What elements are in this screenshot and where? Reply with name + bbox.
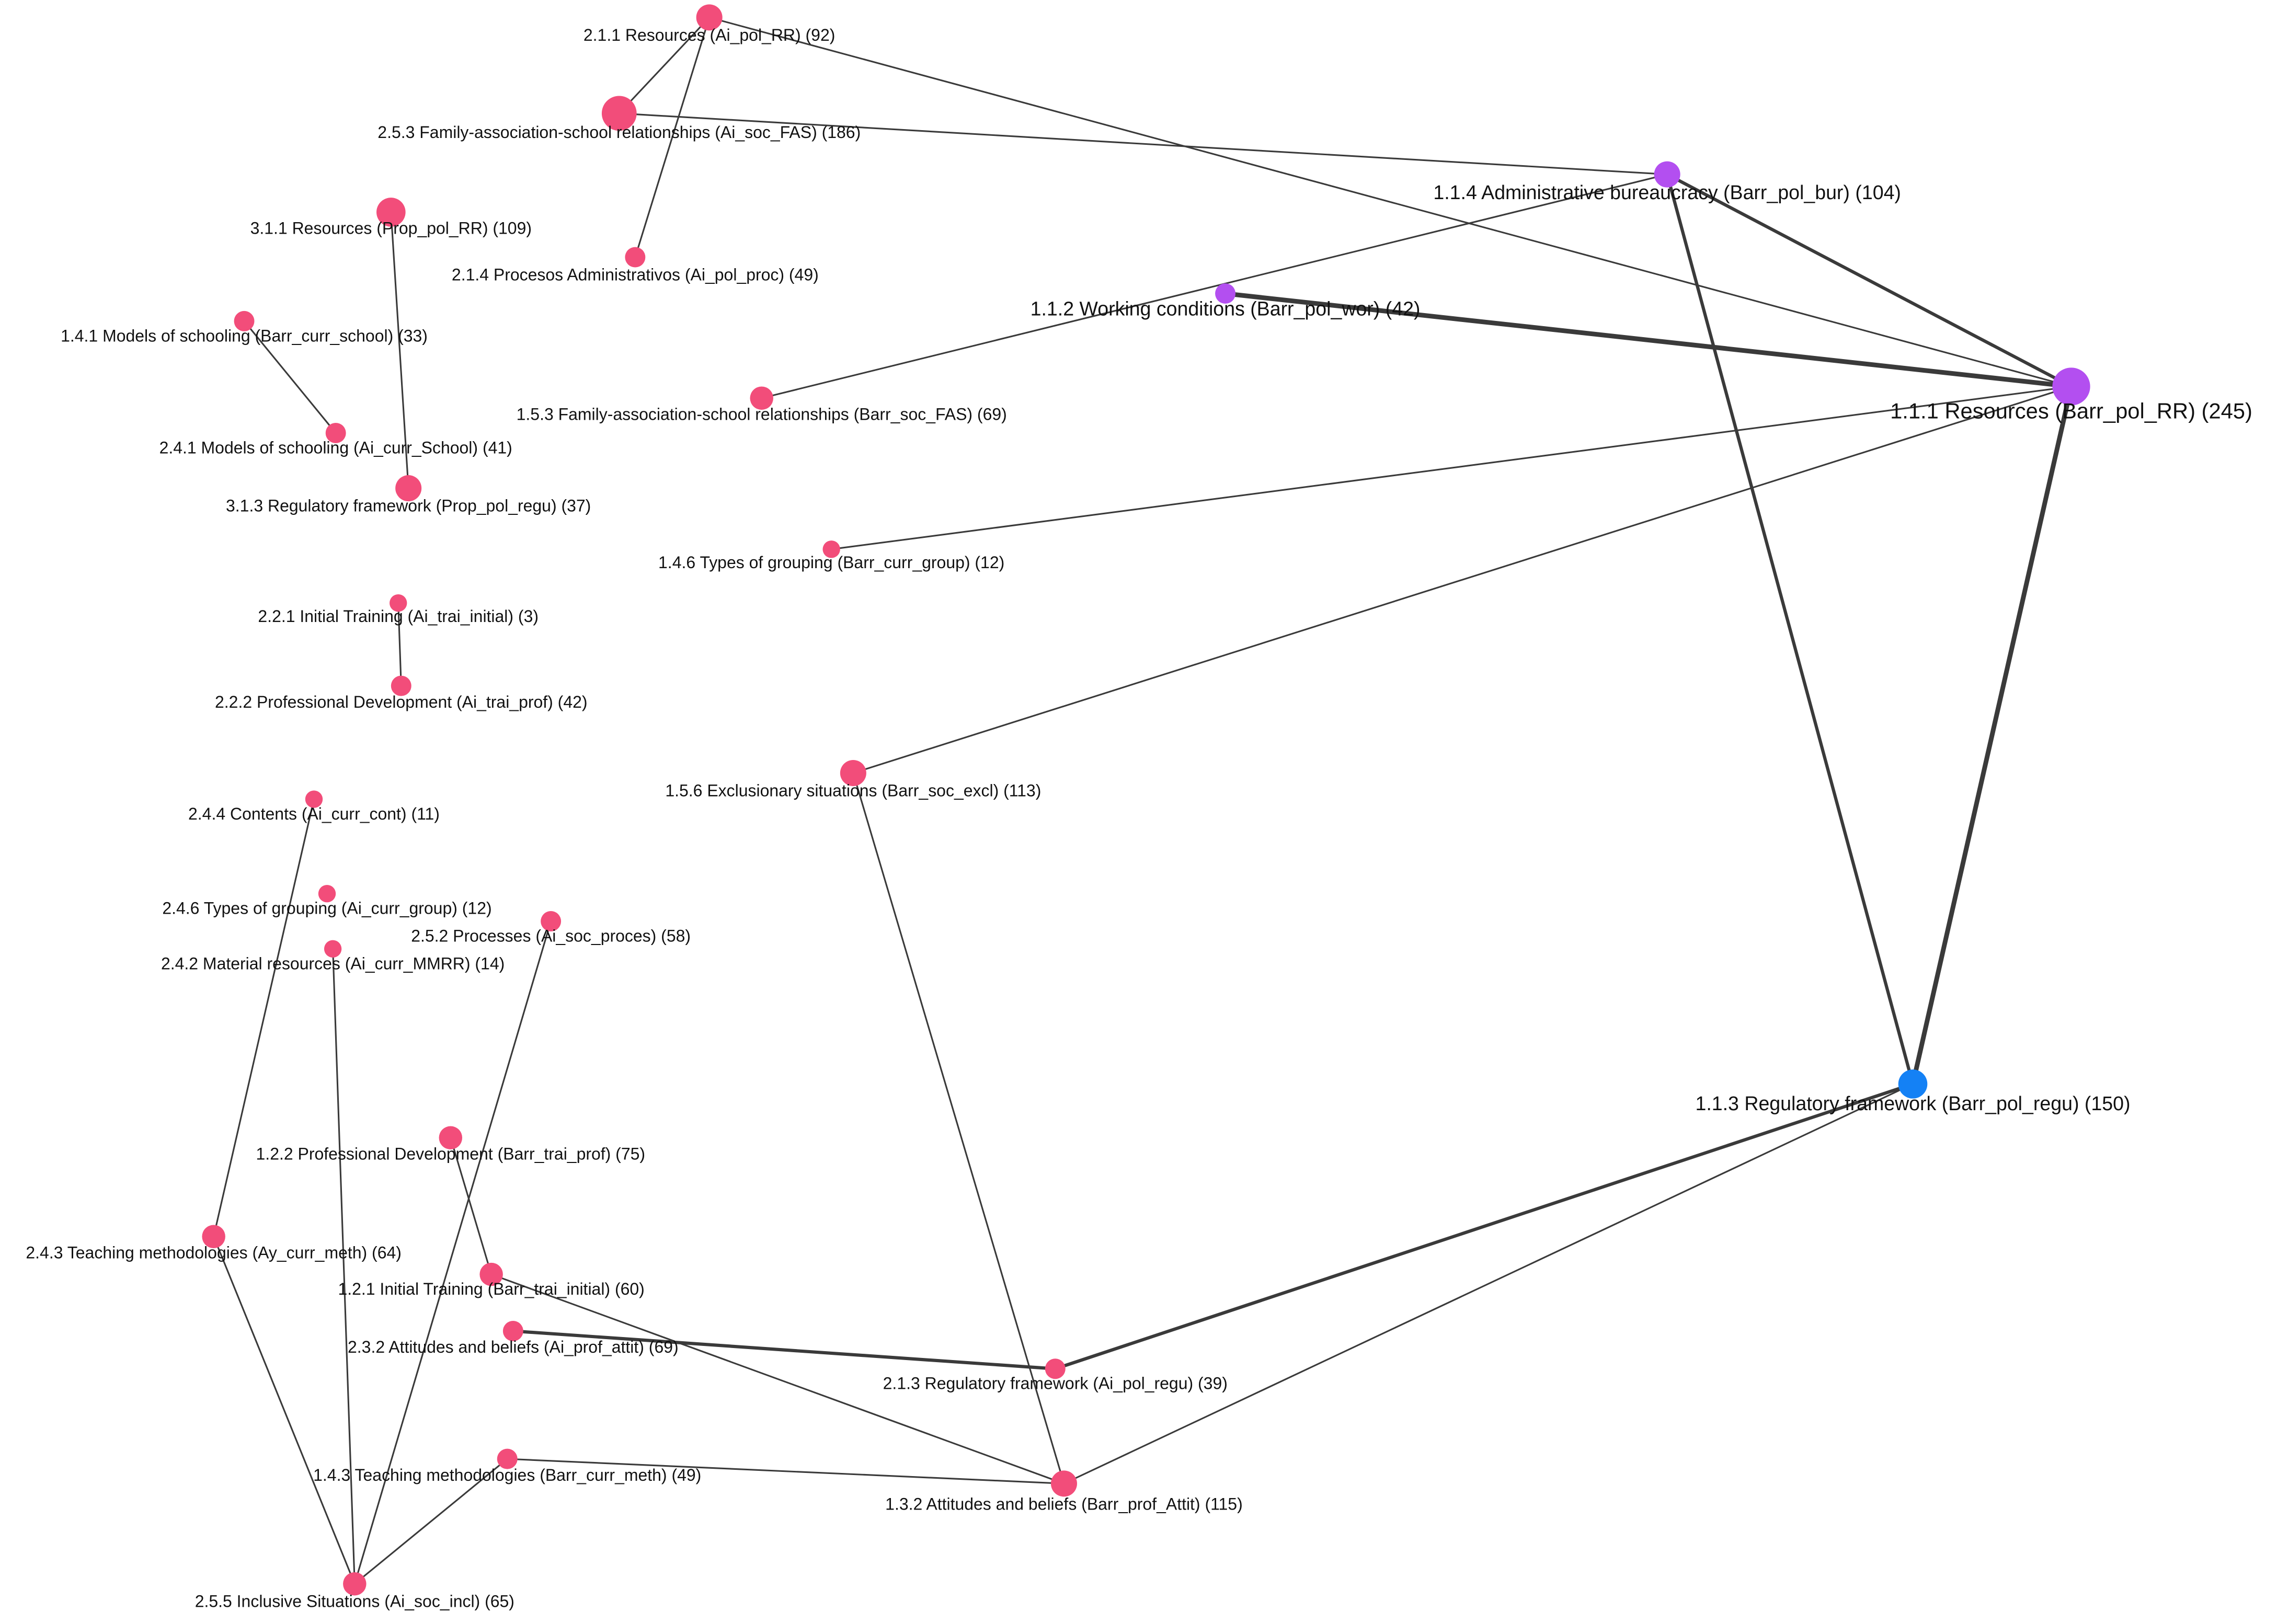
edge-n243-n255 <box>213 1236 356 1585</box>
node-label-n143: 1.4.3 Teaching methodologies (Barr_curr_… <box>313 1466 701 1484</box>
node-label-n232: 2.3.2 Attitudes and beliefs (Ai_prof_att… <box>348 1338 679 1356</box>
edge-n211-n253 <box>618 16 711 114</box>
edge-n213-n113 <box>1054 1082 1915 1370</box>
node-n153[interactable] <box>750 386 773 410</box>
node-n246[interactable] <box>318 885 336 903</box>
node-n232[interactable] <box>502 1321 523 1341</box>
node-n146[interactable] <box>822 540 840 558</box>
node-label-n146: 1.4.6 Types of grouping (Barr_curr_group… <box>658 553 1004 572</box>
node-label-n244: 2.4.4 Contents (Ai_curr_cont) (11) <box>188 804 440 823</box>
node-label-n222: 2.2.2 Professional Development (Ai_trai_… <box>215 693 588 711</box>
node-label-n242: 2.4.2 Material resources (Ai_curr_MMRR) … <box>161 954 505 973</box>
node-label-n112: 1.1.2 Working conditions (Barr_pol_wor) … <box>1031 297 1421 319</box>
node-n132[interactable] <box>1050 1470 1077 1497</box>
node-label-n246: 2.4.6 Types of grouping (Ai_curr_group) … <box>162 899 491 918</box>
edge-n311-n313 <box>390 211 409 489</box>
edge-n111-n113 <box>1910 384 2074 1087</box>
node-n313[interactable] <box>395 475 422 502</box>
edge-n114-n153 <box>761 174 1668 399</box>
node-label-n211: 2.1.1 Resources (Ai_pol_RR) (92) <box>583 26 836 44</box>
node-n114[interactable] <box>1654 161 1680 188</box>
node-n156[interactable] <box>840 759 866 786</box>
edge-n242-n255 <box>332 948 356 1585</box>
edge-n253-n114 <box>618 112 1668 176</box>
node-n141[interactable] <box>234 310 255 331</box>
node-label-n252: 2.5.2 Processes (Ai_soc_proces) (58) <box>411 926 691 945</box>
edge-n143-n255 <box>353 1458 508 1585</box>
node-label-n311: 3.1.1 Resources (Prop_pol_RR) (109) <box>250 219 532 238</box>
node-label-n114: 1.1.4 Administrative bureaucracy (Barr_p… <box>1433 181 1901 203</box>
node-n311[interactable] <box>376 198 406 227</box>
node-label-n214: 2.1.4 Procesos Administrativos (Ai_pol_p… <box>452 266 819 284</box>
node-n211[interactable] <box>696 4 723 31</box>
node-n242[interactable] <box>324 940 342 958</box>
node-n255[interactable] <box>343 1572 367 1596</box>
node-label-n113: 1.1.3 Regulatory framework (Barr_pol_reg… <box>1695 1092 2130 1114</box>
node-layer <box>202 4 2090 1596</box>
node-n112[interactable] <box>1215 283 1235 304</box>
node-n121[interactable] <box>479 1262 503 1286</box>
edge-n252-n255 <box>353 920 552 1585</box>
edge-n132-n113 <box>1063 1083 1914 1484</box>
node-n122[interactable] <box>439 1126 463 1149</box>
edge-n143-n132 <box>506 1458 1065 1484</box>
node-n214[interactable] <box>625 247 646 268</box>
node-label-n213: 2.1.3 Regulatory framework (Ai_pol_regu)… <box>883 1374 1228 1393</box>
node-n244[interactable] <box>305 790 323 808</box>
edge-n211-n111 <box>708 16 2073 388</box>
edge-n114-n113 <box>1665 172 1915 1086</box>
node-label-n241: 2.4.1 Models of schooling (Ai_curr_Schoo… <box>159 438 512 457</box>
node-label-n141: 1.4.1 Models of schooling (Barr_curr_sch… <box>61 326 428 345</box>
edge-n244-n243 <box>213 798 315 1238</box>
edge-n111-n146 <box>830 385 2073 550</box>
edge-n112-n111 <box>1223 291 2074 389</box>
node-n243[interactable] <box>202 1225 225 1249</box>
node-n241[interactable] <box>325 422 346 443</box>
node-n213[interactable] <box>1045 1358 1066 1379</box>
node-label-n313: 3.1.3 Regulatory framework (Prop_pol_reg… <box>226 497 591 515</box>
node-label-n253: 2.5.3 Family-association-school relation… <box>377 123 861 142</box>
edge-n211-n214 <box>634 16 711 258</box>
node-n253[interactable] <box>601 96 637 131</box>
node-label-n132: 1.3.2 Attitudes and beliefs (Barr_prof_A… <box>885 1494 1243 1513</box>
node-n222[interactable] <box>391 675 411 696</box>
edge-n111-n156 <box>852 385 2073 774</box>
node-label-n221: 2.2.1 Initial Training (Ai_trai_initial)… <box>258 607 539 626</box>
node-n143[interactable] <box>497 1448 518 1469</box>
edge-n121-n132 <box>490 1273 1065 1484</box>
node-n221[interactable] <box>390 594 407 612</box>
node-label-n243: 2.4.3 Teaching methodologies (Ay_curr_me… <box>26 1243 402 1262</box>
node-label-n156: 1.5.6 Exclusionary situations (Barr_soc_… <box>665 781 1041 800</box>
node-n252[interactable] <box>541 911 562 931</box>
edge-n114-n111 <box>1665 172 2073 388</box>
edge-n221-n222 <box>397 602 402 687</box>
edge-n232-n213 <box>511 1329 1057 1370</box>
node-label-n122: 1.2.2 Professional Development (Barr_tra… <box>256 1144 646 1163</box>
edge-n156-n132 <box>852 772 1065 1484</box>
edge-layer <box>213 16 2074 1585</box>
node-n111[interactable] <box>2052 367 2090 406</box>
node-label-n111: 1.1.1 Resources (Barr_pol_RR) (245) <box>1890 399 2252 423</box>
node-label-n255: 2.5.5 Inclusive Situations (Ai_soc_incl)… <box>195 1592 514 1611</box>
label-layer: 2.1.1 Resources (Ai_pol_RR) (92) 2.5.3 Fa… <box>26 26 2252 1611</box>
node-label-n153: 1.5.3 Family-association-school relation… <box>517 405 1007 423</box>
node-label-n121: 1.2.1 Initial Training (Barr_trai_initia… <box>338 1280 644 1298</box>
edge-n141-n241 <box>243 320 337 434</box>
node-n113[interactable] <box>1898 1069 1928 1099</box>
edge-n122-n121 <box>450 1137 493 1275</box>
